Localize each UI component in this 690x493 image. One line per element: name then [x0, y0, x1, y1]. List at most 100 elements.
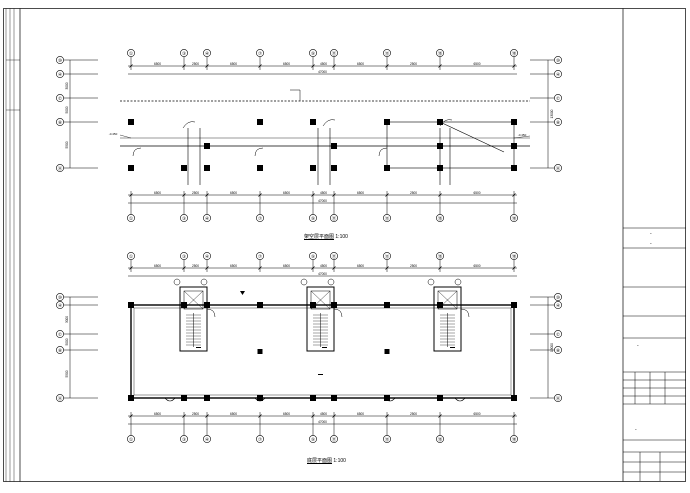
- dimension-tick: [129, 193, 133, 197]
- dimension-text: 4500: [320, 264, 327, 268]
- axis-label: ⑦: [258, 51, 263, 56]
- dimension-tick: [182, 193, 186, 197]
- dimension-tick: [385, 414, 389, 418]
- axis-label: ①: [129, 437, 134, 442]
- axis-label: ①: [129, 216, 134, 221]
- axis-label: ④: [58, 72, 63, 77]
- row-dimension-text: 5500: [65, 370, 69, 377]
- dimension-text: 6500: [473, 412, 480, 416]
- dimension-text: 2500: [410, 264, 417, 268]
- dimension-tick: [332, 414, 336, 418]
- axis-label: ④: [205, 51, 210, 56]
- column: [310, 119, 316, 125]
- axis-label: ⑨: [311, 254, 316, 259]
- leader-line: [119, 134, 132, 139]
- column: [128, 165, 134, 171]
- dimension-tick: [205, 64, 209, 68]
- dimension-tick: [311, 266, 315, 270]
- dimension-tick: [258, 193, 262, 197]
- window-bay: [164, 397, 176, 402]
- elevation-mark: [322, 347, 327, 348]
- column: [128, 395, 134, 401]
- row-dimension-text: 5000: [65, 106, 69, 113]
- dimension-tick: [311, 64, 315, 68]
- axis-label: ⑨: [311, 437, 316, 442]
- dimension-text: 2500: [192, 412, 199, 416]
- dimension-tick: [311, 414, 315, 418]
- dimension-tick: [438, 193, 442, 197]
- dimension-tick: [182, 414, 186, 418]
- axis-label: ⑩: [58, 58, 63, 63]
- column: [384, 395, 390, 401]
- axis-label: ⑮: [438, 436, 443, 443]
- dimension-text: 6500: [357, 264, 364, 268]
- dimension-tick: [332, 266, 336, 270]
- dimension-tick: [205, 193, 209, 197]
- axis-label: ④: [556, 72, 561, 77]
- dimension-tick: [512, 266, 516, 270]
- title-cell: -: [637, 343, 639, 349]
- axis-label: ⑩: [556, 295, 561, 300]
- axis-label: ④: [205, 437, 210, 442]
- axis-label: ⑦: [258, 437, 263, 442]
- axis-label: ⑱: [512, 436, 517, 443]
- dimension-tick: [512, 64, 516, 68]
- axis-label: ③: [182, 51, 187, 56]
- dimension-tick: [205, 414, 209, 418]
- door-swing: [132, 147, 142, 157]
- dimension-text: 2500: [192, 264, 199, 268]
- column: [128, 119, 134, 125]
- title-block-lines: [623, 227, 686, 481]
- column: [257, 302, 263, 308]
- dimension-text: 2500: [192, 62, 199, 66]
- axis-label: ©: [556, 95, 560, 101]
- column: [257, 395, 263, 401]
- axis-label: ©: [556, 331, 560, 337]
- axis-label: ⑪: [332, 50, 337, 57]
- elevator-cross: [183, 290, 204, 310]
- dimension-tick: [512, 414, 516, 418]
- axis-label: ©: [58, 331, 62, 337]
- dimension-text: 2500: [410, 191, 417, 195]
- dimension-text: 2500: [410, 62, 417, 66]
- axis-label: ⑨: [311, 51, 316, 56]
- column: [331, 165, 337, 171]
- axis-label: ①: [129, 254, 134, 259]
- dimension-text: 4500: [320, 191, 327, 195]
- column: [181, 165, 187, 171]
- detail-bubble: [300, 278, 308, 286]
- axis-label: Ⓐ: [58, 395, 63, 402]
- lower-plan-title: 底层平面图 1:100: [307, 458, 346, 464]
- axis-label: ⑬: [385, 253, 390, 260]
- axis-label: ④: [205, 216, 210, 221]
- dimension-text: 6500: [154, 62, 161, 66]
- row-dimension-total: 13000: [550, 109, 554, 118]
- row-dimension-text: 3000: [65, 82, 69, 89]
- ramp-slope: [439, 121, 505, 153]
- dimension-text: 6500: [283, 412, 290, 416]
- axis-label: ③: [182, 254, 187, 259]
- axis-label: ⑪: [332, 253, 337, 260]
- detail-bubble: [327, 278, 335, 286]
- dimension-tick: [438, 266, 442, 270]
- elevator-shaft: [310, 290, 331, 310]
- column: [331, 143, 337, 149]
- axis-label: ⑮: [438, 215, 443, 222]
- dimension-text: 6500: [230, 62, 237, 66]
- column: [384, 349, 390, 354]
- ramp-outline: [386, 121, 515, 169]
- title-cell: -: [635, 427, 637, 433]
- detail-bubble: [427, 278, 435, 286]
- axis-label: ⑧: [58, 348, 63, 353]
- axis-label: Ⓐ: [58, 165, 63, 172]
- dimension-text: 6500: [283, 62, 290, 66]
- detail-bubble: [200, 278, 208, 286]
- row-dimension-text: 3000: [65, 316, 69, 323]
- axis-label: ③: [182, 216, 187, 221]
- door-swing: [439, 119, 453, 127]
- stair-core: [306, 286, 335, 352]
- column: [437, 395, 443, 401]
- door-swing: [378, 147, 388, 157]
